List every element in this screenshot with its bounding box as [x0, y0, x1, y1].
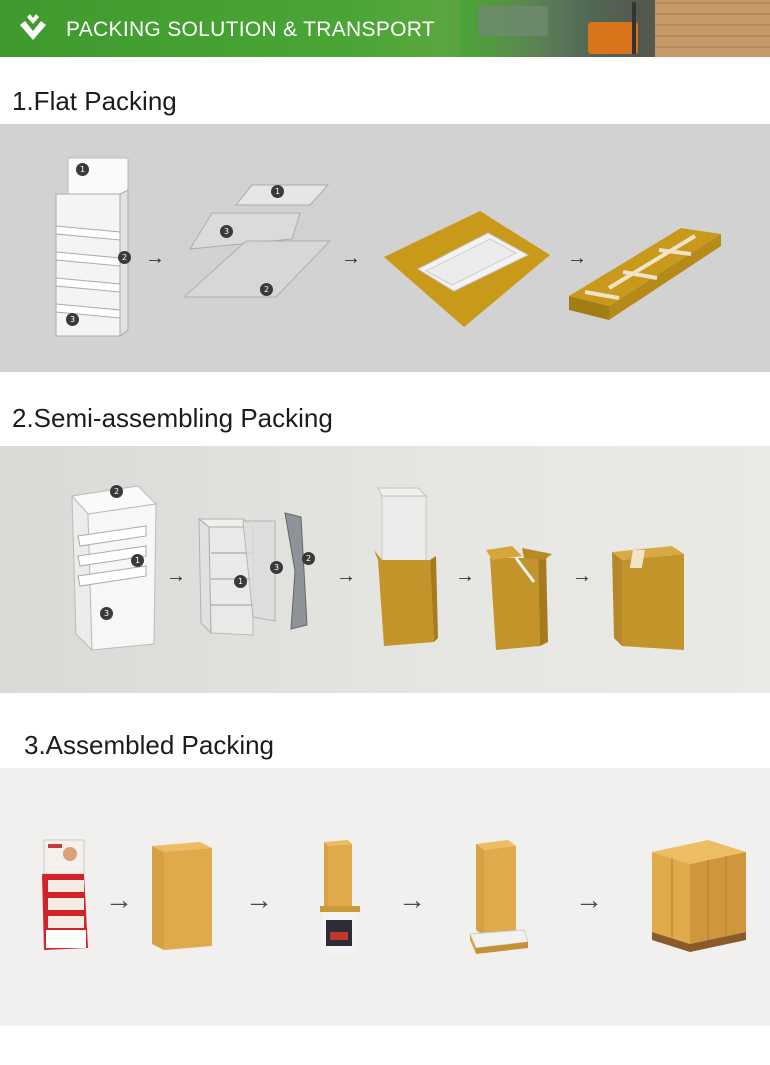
part-number-badge: 3: [66, 313, 79, 326]
arrow-icon: →: [245, 884, 273, 915]
red-display-stand-illustration: [42, 839, 88, 950]
display-stand-illustration: [71, 485, 158, 652]
semi-assembled-parts-illustration: [197, 512, 308, 636]
open-flat-carton-illustration: [384, 211, 550, 327]
part-number-badge: 2: [110, 485, 123, 498]
arrow-icon: →: [336, 565, 356, 587]
arrow-icon: →: [145, 247, 165, 269]
arrow-icon: →: [105, 884, 133, 915]
part-number-badge: 1: [76, 163, 89, 176]
flat-packing-panel: 1 2 3 → 1 3 2 → →: [0, 124, 770, 372]
part-number-badge: 1: [271, 185, 284, 198]
palletized-cartons-illustration: [652, 840, 746, 952]
carton-on-tray-illustration: [469, 840, 529, 954]
arrow-icon: →: [567, 247, 587, 269]
part-number-badge: 1: [131, 554, 144, 567]
leaf-check-icon: [20, 14, 46, 40]
assembled-packing-panel: → → → →: [0, 768, 770, 1026]
part-number-badge: 3: [270, 561, 283, 574]
section-title-flat-packing: 1.Flat Packing: [12, 86, 177, 116]
arrow-icon: →: [572, 565, 592, 587]
part-number-badge: 2: [118, 251, 131, 264]
sealed-carton-illustration: [612, 546, 684, 650]
carton-stack-image: [655, 0, 770, 57]
arrow-icon: →: [575, 884, 603, 915]
header-title: PACKING SOLUTION & TRANSPORT: [66, 18, 435, 41]
carton-lowering-illustration: [320, 840, 360, 954]
forklift-image: [588, 2, 638, 54]
part-number-badge: 1: [234, 575, 247, 588]
sealed-flat-carton-illustration: [569, 228, 721, 320]
arrow-icon: →: [398, 884, 426, 915]
part-number-badge: 3: [220, 225, 233, 238]
header-banner: PACKING SOLUTION & TRANSPORT: [0, 0, 770, 57]
part-number-badge: 3: [100, 607, 113, 620]
display-stand-illustration: [55, 157, 129, 337]
closing-carton-illustration: [486, 546, 552, 650]
tall-carton-illustration: [152, 842, 212, 950]
part-number-badge: 2: [302, 552, 315, 565]
arrow-icon: →: [455, 565, 475, 587]
section-title-assembled: 3.Assembled Packing: [24, 730, 275, 760]
carton-with-unit-illustration: [374, 487, 438, 646]
section-title-semi-assembling: 2.Semi-assembling Packing: [12, 403, 333, 433]
arrow-icon: →: [166, 565, 186, 587]
part-number-badge: 2: [260, 283, 273, 296]
truck-image: [478, 6, 548, 36]
semi-assembling-panel: 2 1 3 → 1 3 2 → → →: [0, 446, 770, 693]
flat-parts-illustration: [182, 184, 332, 298]
arrow-icon: →: [341, 247, 361, 269]
